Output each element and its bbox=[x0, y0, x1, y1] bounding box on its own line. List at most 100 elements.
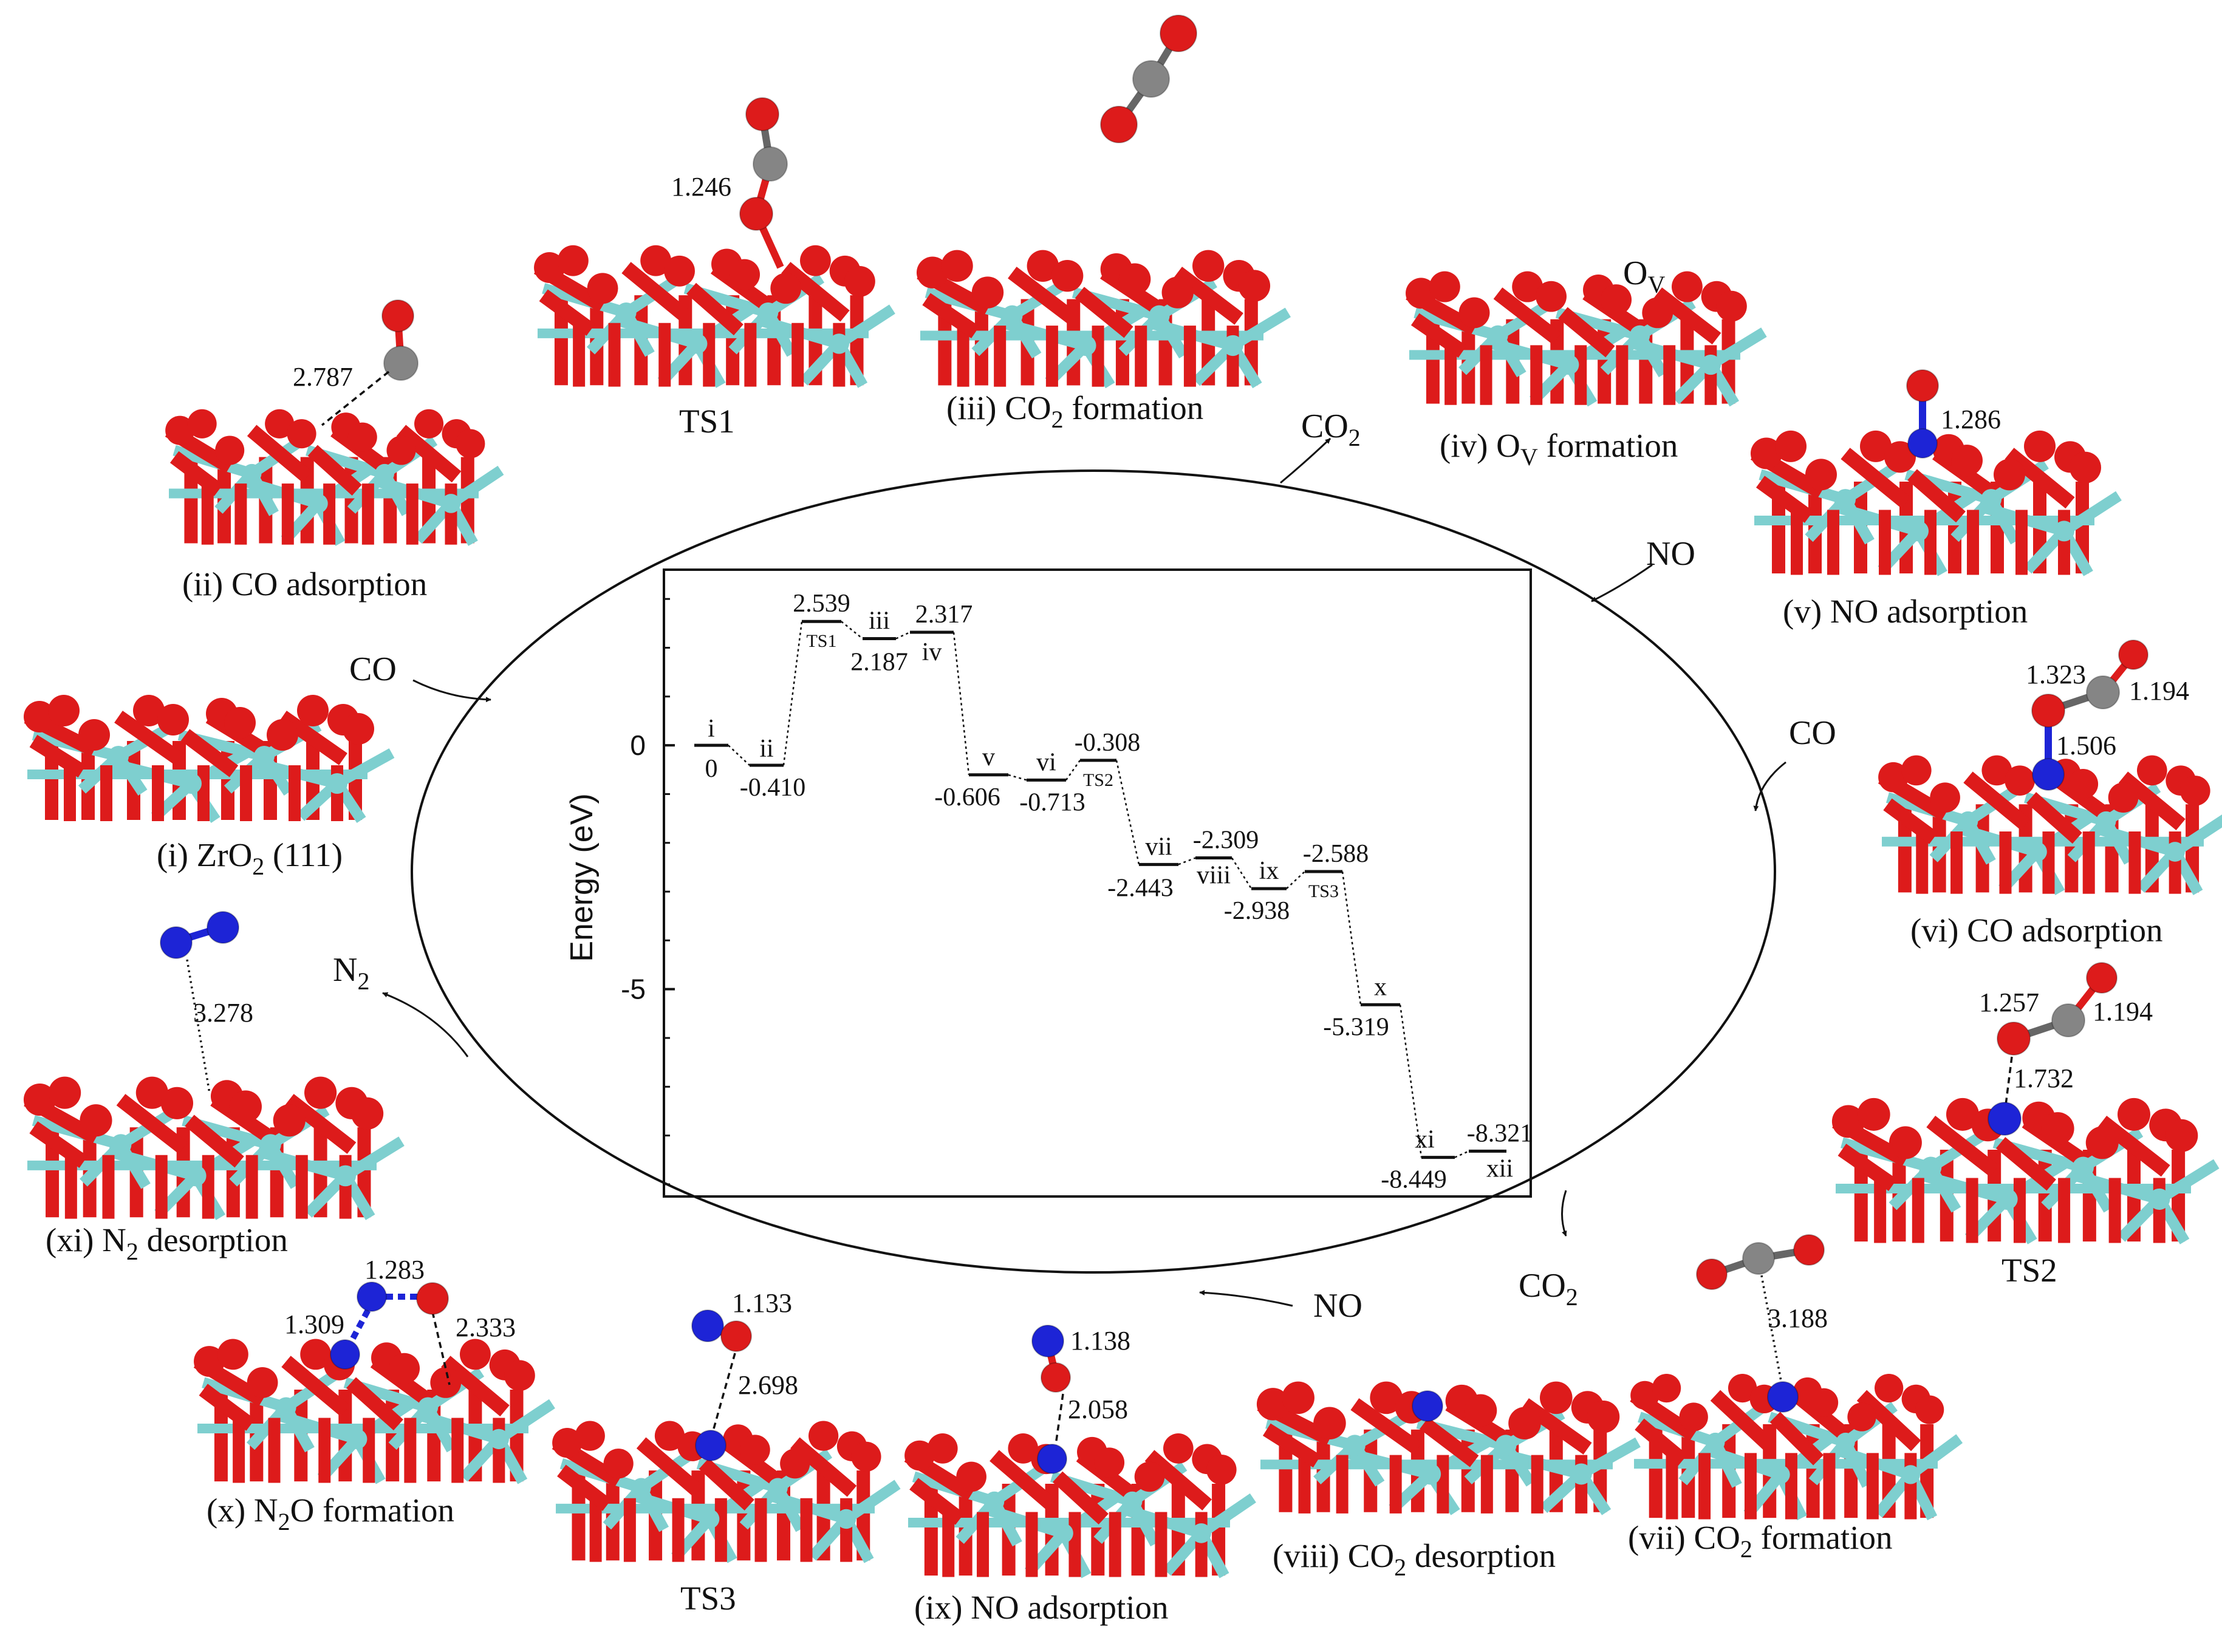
level-value: -0.410 bbox=[740, 774, 806, 802]
zro2-slab-i bbox=[24, 695, 395, 823]
level-name: TS2 bbox=[1083, 770, 1113, 790]
atom bbox=[383, 346, 419, 381]
level-connector bbox=[895, 631, 911, 640]
co-in-arrow-2 bbox=[1753, 761, 1786, 811]
level-name: xii bbox=[1486, 1155, 1513, 1183]
zro2-slab-ts3 bbox=[552, 1421, 901, 1563]
level-connector bbox=[728, 745, 750, 766]
level-connector bbox=[1341, 871, 1362, 1005]
atom bbox=[207, 911, 239, 944]
level-connector bbox=[1008, 774, 1027, 781]
atom bbox=[357, 1282, 387, 1312]
energy-profile-chart: Energy (eV) 0-5 i0ii-0.410TS12.539iii2.1… bbox=[564, 568, 1533, 1198]
distance-label: 3.188 bbox=[1768, 1303, 1828, 1333]
level-name: xi bbox=[1415, 1126, 1435, 1154]
no-in-arrow-1 bbox=[1591, 564, 1653, 602]
level-value: 0 bbox=[705, 755, 718, 783]
level-name: TS3 bbox=[1308, 881, 1339, 901]
structure-captions: (i) ZrO2 (111) (ii) CO adsorption TS1 (i… bbox=[46, 389, 2163, 1626]
y-tick-label: 0 bbox=[630, 729, 646, 761]
distance-label: 1.286 bbox=[1941, 404, 2001, 434]
n2-out-arrow bbox=[382, 992, 469, 1057]
distance-label: 1.257 bbox=[1979, 988, 2039, 1017]
atom bbox=[720, 1320, 752, 1352]
caption-n2-desorption: (xi) N2 desorption bbox=[46, 1221, 288, 1265]
level-name: i bbox=[708, 715, 715, 743]
distance-label: 1.506 bbox=[2056, 731, 2116, 760]
zro2-slab-v bbox=[1750, 430, 2122, 576]
level-value: 2.317 bbox=[915, 601, 973, 629]
atom bbox=[1767, 1381, 1799, 1413]
level-name: ii bbox=[759, 735, 773, 763]
reaction-cycle-ellipse bbox=[411, 469, 1776, 1274]
distance-label: 1.194 bbox=[2093, 997, 2153, 1026]
level-connector bbox=[1115, 760, 1140, 865]
distance-label: 2.333 bbox=[456, 1312, 516, 1342]
distance-label: 1.732 bbox=[2014, 1063, 2074, 1093]
atom bbox=[1412, 1390, 1443, 1422]
level-connector bbox=[1178, 857, 1196, 865]
species-flow: CO CO2 NO CO CO2 NO N2 bbox=[333, 408, 1836, 1325]
atom bbox=[381, 299, 414, 332]
no-in-arrow-2 bbox=[1199, 1289, 1293, 1307]
caption-ts1: TS1 bbox=[679, 403, 735, 440]
co2-out-arrow-2 bbox=[1561, 1190, 1567, 1237]
n2-out-label: N2 bbox=[333, 951, 369, 995]
level-value: -2.588 bbox=[1303, 840, 1369, 868]
zro2-slab-x bbox=[193, 1339, 555, 1484]
level-name: iv bbox=[922, 638, 942, 666]
zro2-slab-ix bbox=[904, 1433, 1256, 1579]
level-name: x bbox=[1374, 973, 1387, 1001]
level-value: -2.443 bbox=[1107, 874, 1174, 902]
atom bbox=[2032, 758, 2065, 791]
zro2-slab-viii bbox=[1256, 1381, 1641, 1515]
level-name: TS1 bbox=[806, 631, 836, 651]
distance-label: 1.194 bbox=[2129, 676, 2189, 706]
caption-ts3: TS3 bbox=[680, 1580, 736, 1617]
caption-co2-desorption: (viii) CO2 desorption bbox=[1273, 1537, 1556, 1581]
atom bbox=[416, 1282, 449, 1315]
atom bbox=[1031, 1325, 1064, 1357]
oxygen-vacancy-marker: OV bbox=[1623, 254, 1665, 298]
caption-co-adsorption: (ii) CO adsorption bbox=[182, 565, 427, 602]
atom bbox=[739, 197, 773, 231]
caption-co2-formation-1: (iii) CO2 formation bbox=[946, 389, 1203, 433]
caption-ts2: TS2 bbox=[2002, 1252, 2057, 1289]
zro2-slab-ts1 bbox=[533, 245, 895, 388]
caption-no-adsorption-1: (v) NO adsorption bbox=[1783, 593, 2028, 630]
atom bbox=[1793, 1234, 1825, 1266]
level-value: -0.713 bbox=[1019, 788, 1085, 816]
distance-label: 1.246 bbox=[671, 172, 731, 202]
distance-line bbox=[321, 370, 390, 426]
level-connectors bbox=[728, 621, 1469, 1158]
co-in-arrow-1 bbox=[412, 679, 491, 703]
level-value: -2.938 bbox=[1224, 897, 1290, 925]
level-value: 2.187 bbox=[850, 648, 908, 676]
zro2-slab-iii bbox=[916, 250, 1291, 389]
atom bbox=[1906, 369, 1939, 402]
atom bbox=[691, 1309, 724, 1342]
caption-co-adsorption-2: (vi) CO adsorption bbox=[1910, 912, 2163, 949]
distance-label: 2.787 bbox=[293, 362, 353, 392]
plot-frame bbox=[663, 568, 1532, 1198]
bond-distance-labels: 2.787 1.246 OV 1.286 1.323 1.194 1.506 1… bbox=[193, 172, 2189, 1424]
caption-no-adsorption-2: (ix) NO adsorption bbox=[914, 1589, 1169, 1626]
distance-label: 1.309 bbox=[284, 1309, 344, 1339]
atom bbox=[2051, 1003, 2085, 1037]
zro2-slab-vi bbox=[1878, 755, 2222, 895]
level-connector bbox=[782, 621, 803, 766]
y-axis-label: Energy (eV) bbox=[564, 793, 600, 961]
distance-label: 1.283 bbox=[364, 1255, 425, 1285]
level-connector bbox=[841, 621, 863, 640]
level-connector bbox=[1454, 1150, 1469, 1158]
level-value: -0.606 bbox=[934, 783, 1000, 811]
distance-label: 3.278 bbox=[193, 998, 253, 1028]
co2-out-label-1: CO2 bbox=[1301, 408, 1361, 451]
zro2-slab-ii bbox=[165, 409, 504, 546]
level-name: v bbox=[982, 743, 995, 771]
atom bbox=[160, 926, 193, 959]
caption-co2-formation-2: (vii) CO2 formation bbox=[1628, 1519, 1893, 1563]
no-in-label-2: NO bbox=[1313, 1287, 1362, 1325]
level-value: -8.321 bbox=[1467, 1119, 1533, 1147]
